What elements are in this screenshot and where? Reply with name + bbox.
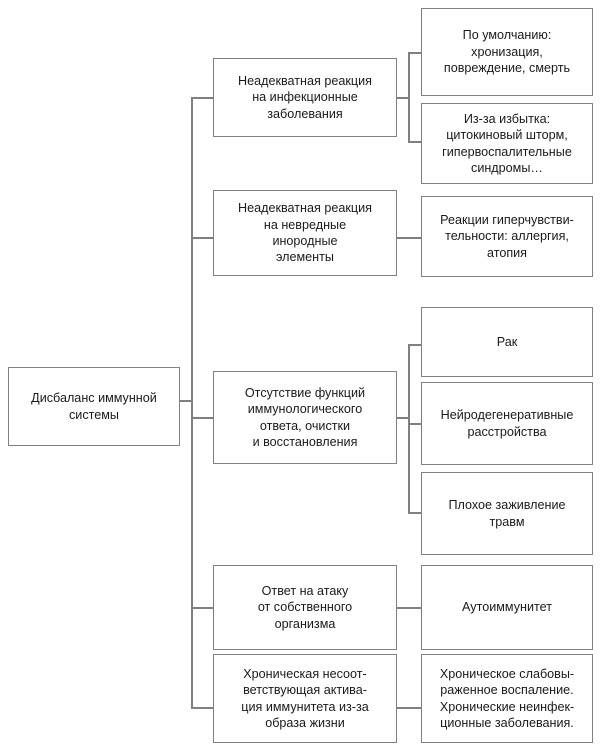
node-l2-hypersensitivity[interactable]: Реакции гиперчувстви- тельности: аллерги… — [421, 196, 593, 277]
connector-to-l2-excess — [408, 141, 422, 143]
node-l1-foreign[interactable]: Неадекватная реакция на невредные инород… — [213, 190, 397, 276]
connector-l1-absence-out — [396, 417, 409, 419]
connector-trunk-to-l1-foreign — [191, 237, 214, 239]
connector-to-l2-neurodegenerative — [408, 423, 422, 425]
node-l1-absence[interactable]: Отсутствие функций иммунологического отв… — [213, 371, 397, 464]
node-l2-cancer[interactable]: Рак — [421, 307, 593, 377]
node-l2-wound[interactable]: Плохое заживление травм — [421, 472, 593, 555]
connector-l1-infections-out — [396, 97, 409, 99]
connector-to-l2-wound — [408, 512, 422, 514]
node-root-label: Дисбаланс иммунной системы — [31, 391, 157, 422]
node-l1-infections-label: Неадекватная реакция на инфекционные заб… — [238, 73, 372, 121]
connector-to-l2-inflammation — [408, 707, 422, 709]
connector-l1-foreign-out — [396, 237, 409, 239]
node-l2-default[interactable]: По умолчанию: хронизация, повреждение, с… — [421, 8, 593, 96]
node-l1-foreign-label: Неадекватная реакция на невредные инород… — [238, 201, 372, 265]
node-l2-inflammation-label: Хроническое слабовы- раженное воспаление… — [439, 666, 575, 730]
node-l1-self-attack[interactable]: Ответ на атаку от собственного организма — [213, 565, 397, 650]
node-l1-chronic[interactable]: Хроническая несоот- ветствующая актива- … — [213, 654, 397, 743]
node-l2-autoimmunity[interactable]: Аутоиммунитет — [421, 565, 593, 650]
node-l2-inflammation[interactable]: Хроническое слабовы- раженное воспаление… — [421, 654, 593, 743]
node-l1-self-attack-label: Ответ на атаку от собственного организма — [257, 583, 353, 631]
connector-trunk-to-l1-chronic — [191, 707, 214, 709]
connector-root-stub — [178, 400, 192, 402]
connector-l1-chronic-out — [396, 707, 409, 709]
connector-to-l2-hypersensitivity — [408, 237, 422, 239]
node-l2-neurodegenerative[interactable]: Нейродегенеративные расстройства — [421, 382, 593, 465]
node-l2-wound-label: Плохое заживление травм — [448, 498, 566, 529]
node-l2-cancer-label: Рак — [496, 334, 518, 349]
node-root[interactable]: Дисбаланс иммунной системы — [8, 367, 180, 446]
connector-trunk-to-l1-absence — [191, 417, 214, 419]
node-l2-hypersensitivity-label: Реакции гиперчувстви- тельности: аллерги… — [440, 212, 574, 260]
connector-trunk-to-l1-infections — [191, 97, 214, 99]
connector-to-l2-cancer — [408, 344, 422, 346]
connector-to-l2-autoimmunity — [408, 607, 422, 609]
node-l1-chronic-label: Хроническая несоот- ветствующая актива- … — [241, 666, 369, 730]
node-l2-excess-label: Из-за избытка: цитокиновый шторм, гиперв… — [442, 111, 572, 175]
connector-l1-infections-bus — [408, 52, 410, 142]
node-l2-excess[interactable]: Из-за избытка: цитокиновый шторм, гиперв… — [421, 103, 593, 184]
node-l1-infections[interactable]: Неадекватная реакция на инфекционные заб… — [213, 58, 397, 137]
node-l1-absence-label: Отсутствие функций иммунологического отв… — [244, 385, 366, 449]
node-l2-default-label: По умолчанию: хронизация, повреждение, с… — [443, 28, 571, 76]
connector-l1-self-attack-out — [396, 607, 409, 609]
connector-l1-absence-bus — [408, 344, 410, 512]
connector-to-l2-default — [408, 52, 422, 54]
node-l2-neurodegenerative-label: Нейродегенеративные расстройства — [440, 408, 574, 439]
node-l2-autoimmunity-label: Аутоиммунитет — [462, 600, 552, 615]
connector-trunk-to-l1-self-attack — [191, 607, 214, 609]
connector-main-trunk — [191, 97, 193, 707]
